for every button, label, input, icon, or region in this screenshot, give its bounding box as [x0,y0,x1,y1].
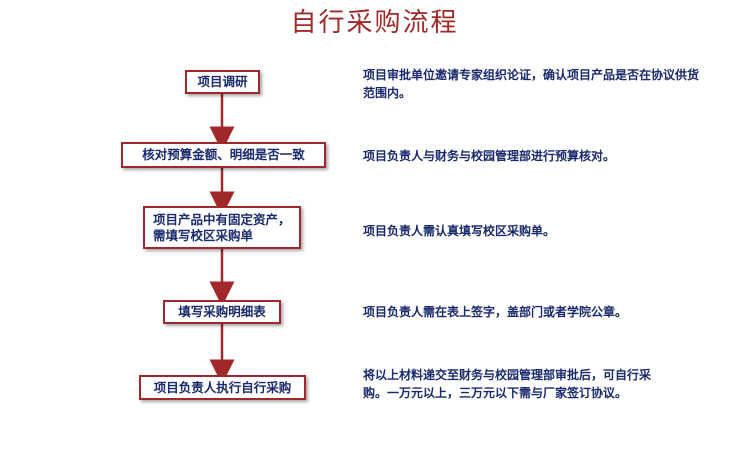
step-desc-2: 项目负责人与财务与校园管理部进行预算核对。 [363,149,616,163]
step-desc-1: 项目审批单位邀请专家组织论证，确认项目产品是否在协议供货范围内。 [363,68,700,100]
step-box-4: 填写采购明细表 [163,300,281,324]
step-desc-3: 项目负责人需认真填写校区采购单。 [363,224,556,238]
step-label-5: 项目负责人执行自行采购 [153,379,292,395]
step-desc-4: 项目负责人需在表上签字，盖部门或者学院公章。 [363,305,628,319]
step-box-3: 项目产品中有固定资产，需填写校区采购单 [143,206,301,249]
step-box-2: 核对预算金额、明细是否一致 [121,142,326,168]
step-label-2: 核对预算金额、明细是否一致 [142,147,305,162]
step-box-5: 项目负责人执行自行采购 [139,375,306,400]
step-desc-5: 将以上材料递交至财务与校园管理部审批后，可自行采购。一万元以上，三万元以下需与厂… [363,368,652,400]
step-label-3: 项目产品中有固定资产，需填写校区采购单 [153,211,291,243]
step-box-1: 项目调研 [185,70,260,94]
step-label-4: 填写采购明细表 [178,304,266,319]
step-label-1: 项目调研 [197,74,248,89]
page-title: 自行采购流程 [290,8,459,38]
